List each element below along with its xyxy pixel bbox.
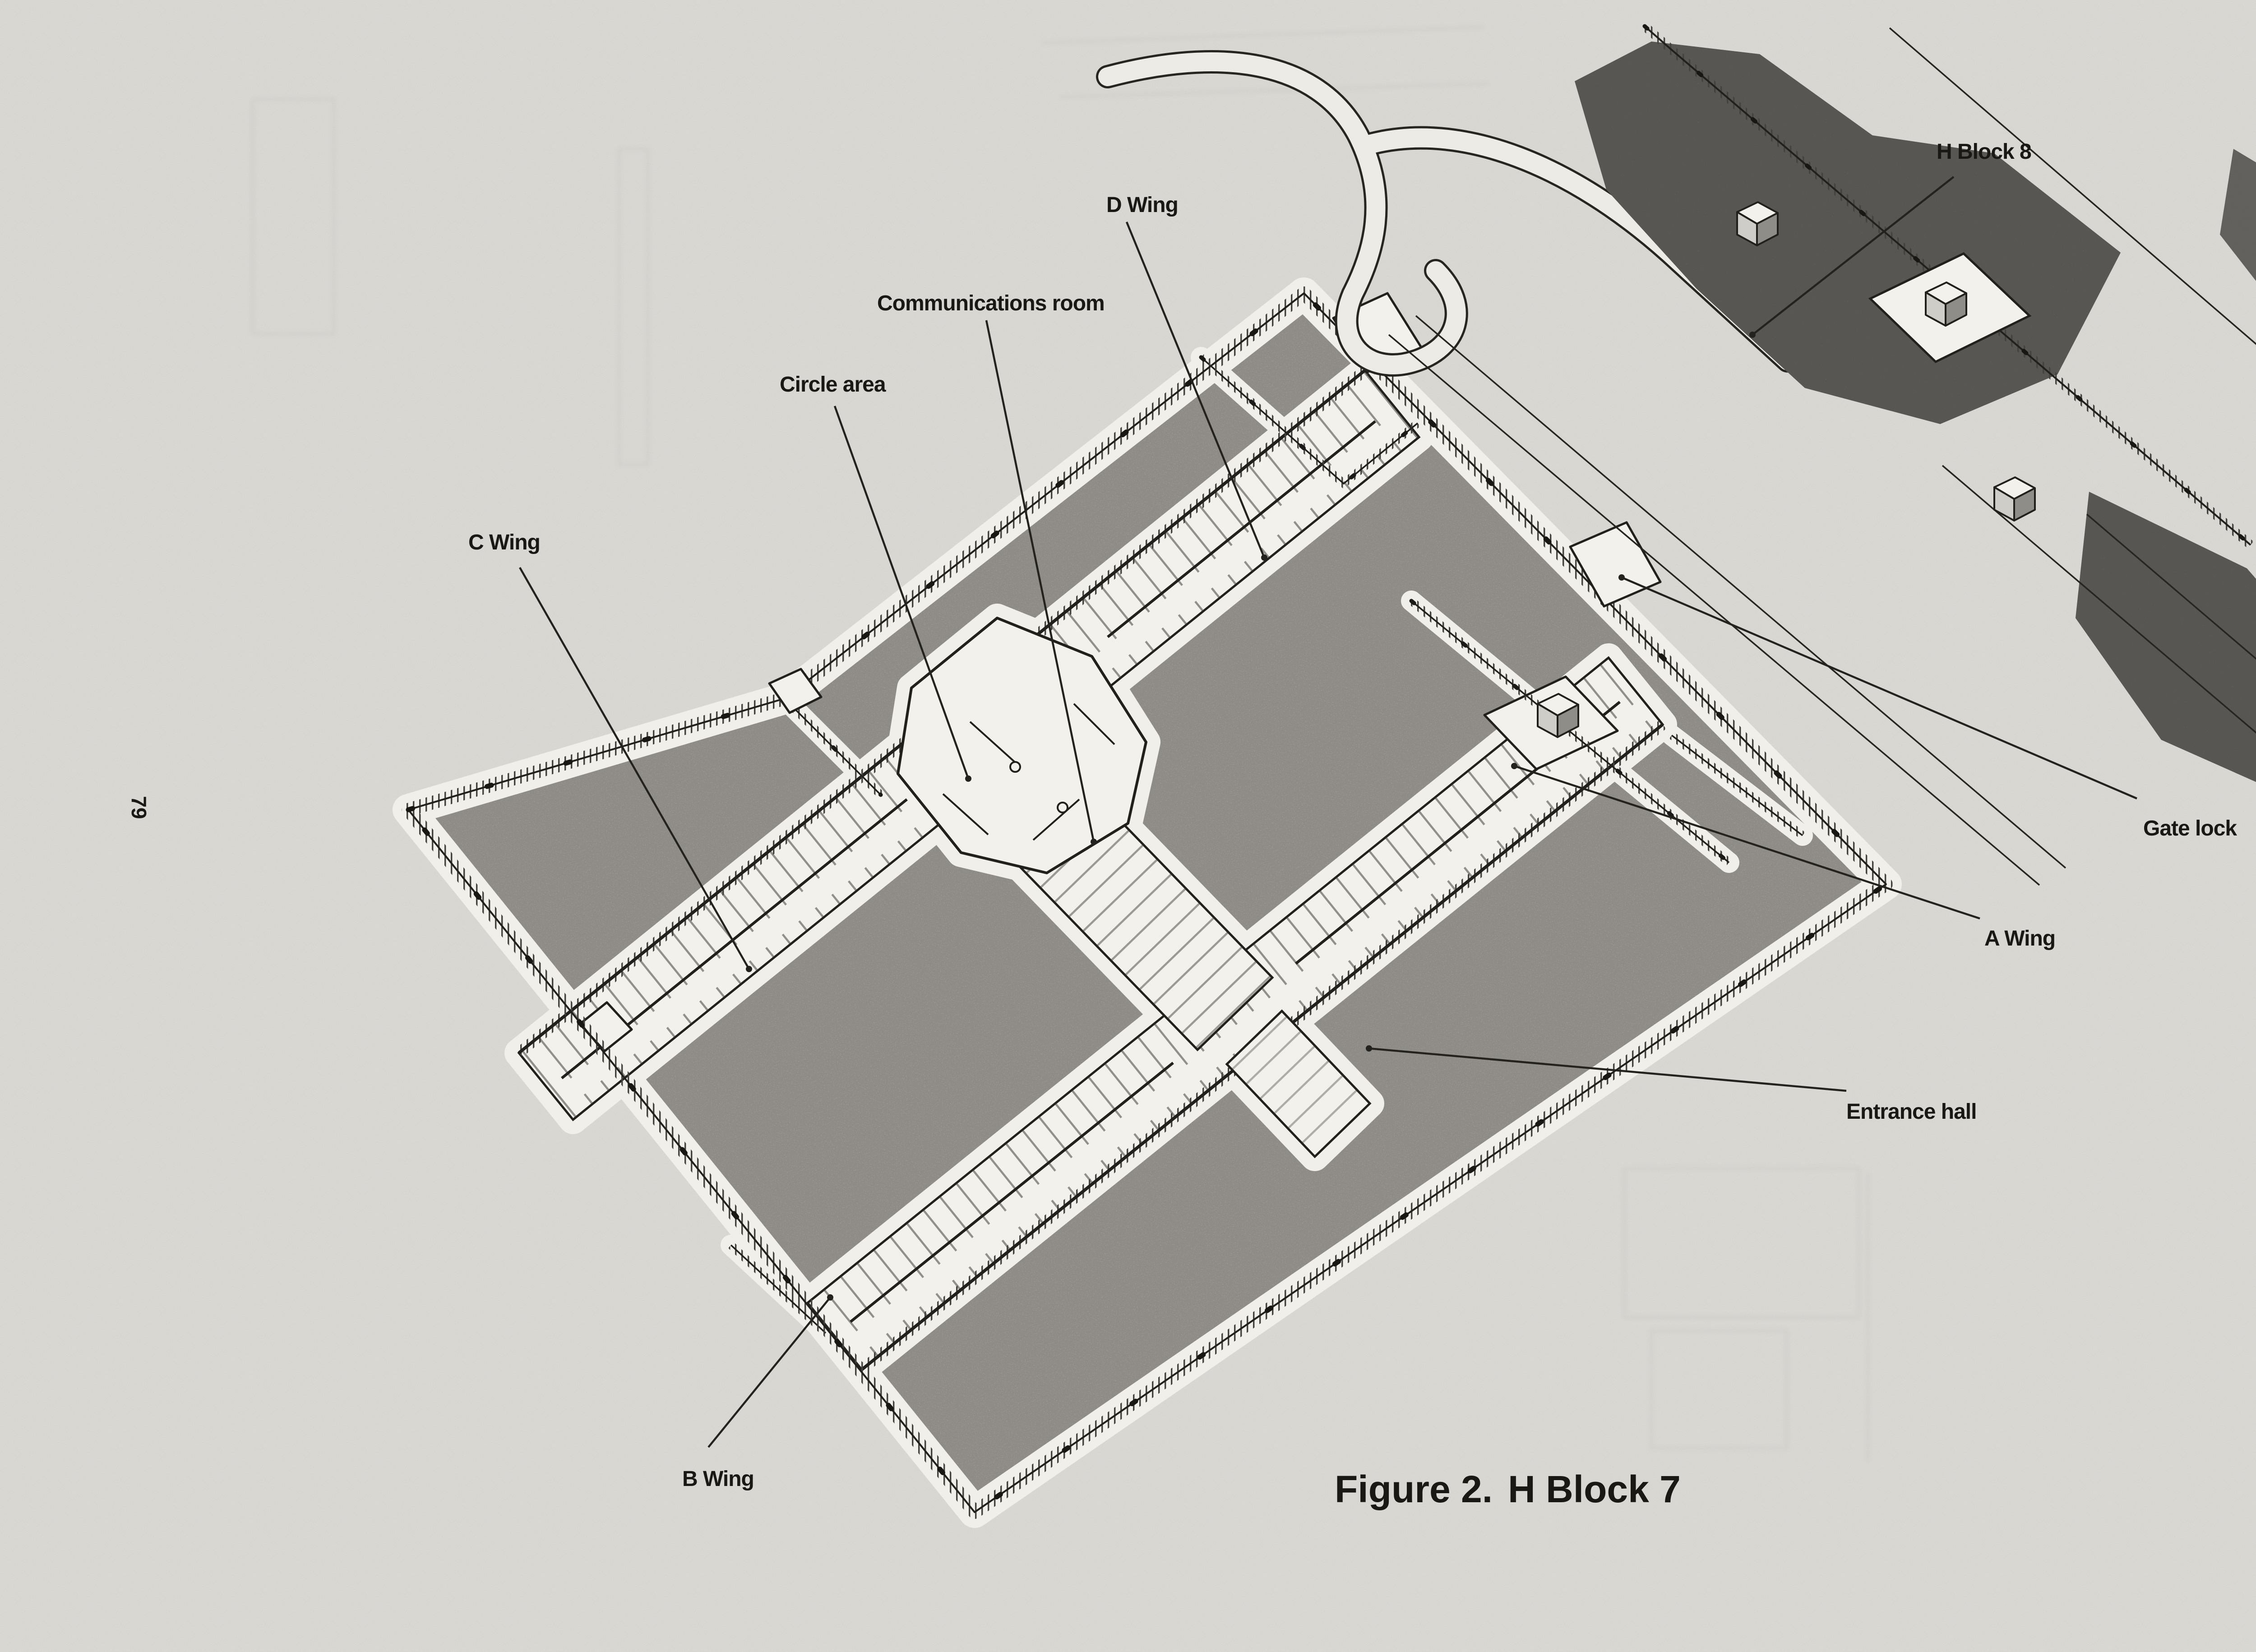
label-entrance-hall: Entrance hall [1846,1100,1976,1124]
label-circle-area: Circle area [780,373,886,397]
leader-h-block-8 [1752,176,1955,336]
label-communications-room: Communications room [877,291,1105,315]
roads [1096,50,2066,886]
figure-caption-title: H Block 7 [1508,1468,1681,1510]
entrance-hall-building [1225,1009,1372,1158]
fence-bastion-box [768,668,823,714]
page-number: 79 [127,796,151,819]
label-d-wing: D Wing [1106,193,1178,217]
watchtower-4 [1537,693,1579,738]
leader-dots [746,332,1756,1301]
leader-c-wing [519,567,750,970]
watchtower-2 [1993,476,2036,521]
circle-area-building [897,617,1147,874]
label-gate-lock: Gate lock [2143,817,2237,840]
leader-lines [519,176,2137,1448]
h-block-8-area [1537,23,2256,782]
leader-entrance-hall [1368,1047,1847,1092]
label-a-wing: A Wing [1984,927,2055,951]
diagram-labels: H Block 8 D Wing Communications room Cir… [468,140,2238,1491]
leader-gate-lock [1621,576,2137,800]
leader-d-wing [1125,221,1266,558]
leader-communications-room [985,320,1095,842]
figure-caption-number: Figure 2. [1335,1468,1493,1510]
watchtower-1 [1736,201,1779,246]
page-showthrough-ghosts [251,26,1869,1462]
figure-caption: Figure 2. H Block 7 [1335,1468,1681,1510]
label-h-block-8: H Block 8 [1937,140,2031,164]
leader-a-wing [1514,765,1980,920]
label-c-wing: C Wing [468,531,540,554]
leader-circle-area [833,406,970,779]
watchtower-cubes [1537,201,2036,738]
watchtower-3 [1925,281,1967,327]
label-b-wing: B Wing [682,1467,754,1491]
leader-b-wing [707,1297,831,1448]
